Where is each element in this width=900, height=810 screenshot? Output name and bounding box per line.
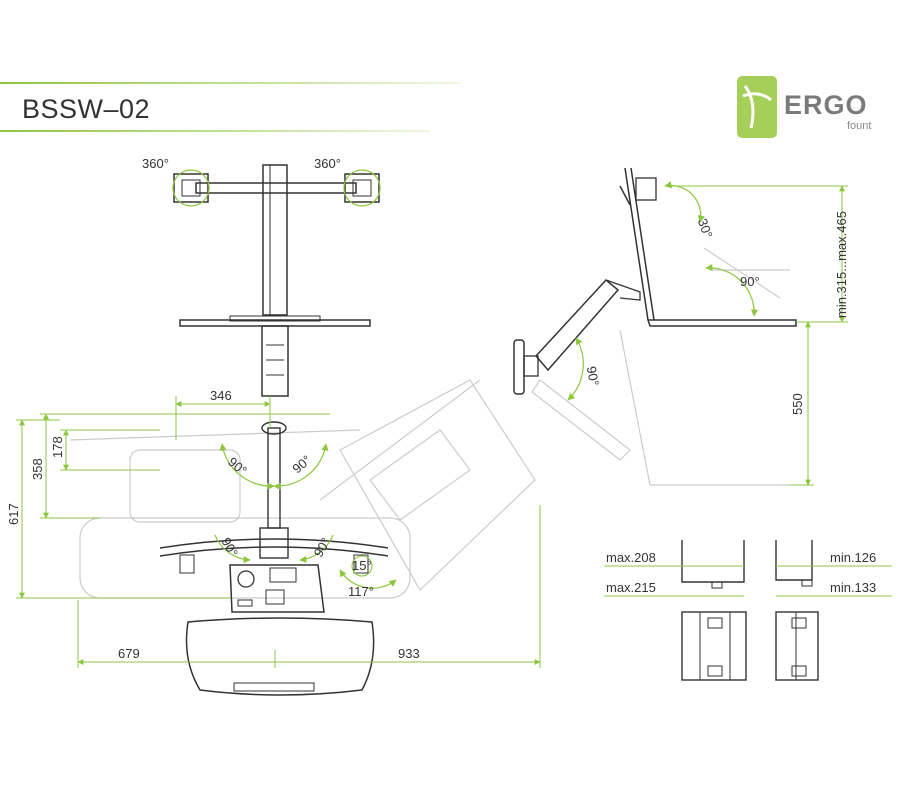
logo-mark (737, 76, 777, 138)
angle-label-keyboard: 90° (740, 274, 760, 289)
dim-679: 679 (118, 646, 140, 661)
rotation-label-left: 360° (142, 156, 169, 171)
top-view: 90° 90° 90° 90° 117° 15° (6, 379, 541, 696)
dim-178: 178 (50, 436, 65, 458)
angle-label-tray: 117° (348, 584, 374, 599)
clamp-label-max-208: max.208 (606, 550, 656, 565)
logo-subtext: fount (847, 120, 872, 132)
model-title: BSSW–02 (22, 94, 151, 124)
title-rule-top (0, 82, 460, 84)
front-view: 360° 360° (142, 156, 381, 397)
dim-height-range: min.315...max.465 (834, 211, 849, 318)
dimension-lines (16, 396, 541, 668)
angle-label-arm: 90° (584, 365, 602, 387)
dim-346: 346 (210, 388, 232, 403)
dim-358: 358 (30, 458, 45, 480)
angle-label-monitor: 15° (352, 558, 372, 573)
angle-label-tilt: 30° (695, 216, 716, 240)
clamp-detail-left (604, 540, 747, 681)
ergofount-logo: ERGO fount (737, 76, 889, 142)
angle-label-arm-left: 90° (225, 454, 250, 478)
dim-933: 933 (398, 646, 420, 661)
logo-text: ERGO (784, 90, 868, 120)
vesa-plate-right (343, 169, 381, 207)
title-rule-bottom (0, 130, 430, 132)
dim-617: 617 (6, 503, 21, 525)
side-view: 30° 90° 90° min.315...max.465 550 (513, 167, 849, 486)
vesa-plate-left (172, 169, 210, 207)
title-block: BSSW–02 (0, 82, 460, 132)
rotation-label-right: 360° (314, 156, 341, 171)
clamp-detail-right (775, 540, 892, 681)
dim-550: 550 (790, 393, 805, 415)
clamp-label-min-133: min.133 (830, 580, 876, 595)
clamp-label-min-126: min.126 (830, 550, 876, 565)
side-dimension-lines (670, 185, 848, 486)
clamp-label-max-215: max.215 (606, 580, 656, 595)
angle-label-small-left: 90° (218, 535, 241, 560)
